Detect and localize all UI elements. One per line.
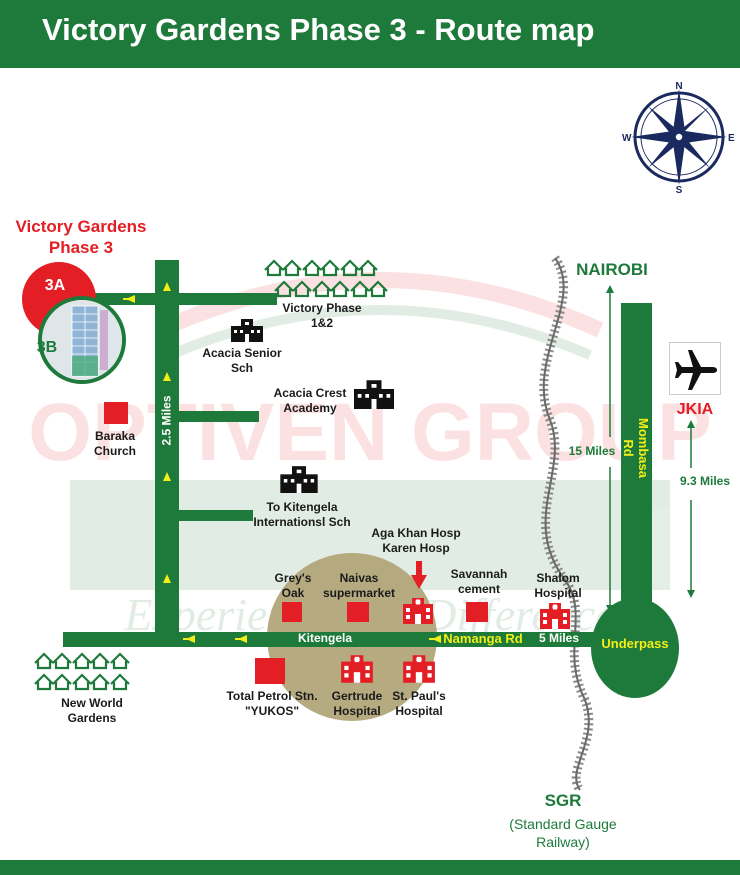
direction-arrow — [117, 295, 135, 303]
acacia-crest-label: Acacia Crest Academy — [273, 386, 347, 415]
naivas-marker — [347, 602, 369, 622]
plot-3a-label: 3A — [44, 277, 66, 294]
direction-arrow — [163, 472, 171, 481]
direction-arrow — [423, 635, 441, 643]
shalom-hospital-label: Shalom Hospital — [534, 571, 582, 600]
down-arrow-icon — [411, 561, 427, 589]
hospital-icon — [403, 598, 433, 624]
distance-9-3-miles: 9.3 Miles — [679, 474, 731, 488]
greys-oak-marker — [282, 602, 302, 622]
school-building-icon — [280, 466, 318, 493]
svg-text:S: S — [676, 185, 683, 196]
svg-text:E: E — [728, 133, 735, 144]
mombasa-road — [621, 303, 652, 613]
jkia-label: JKIA — [676, 401, 714, 418]
underpass-circle — [591, 598, 679, 698]
destination-title: Victory Gardens Phase 3 — [15, 217, 147, 257]
direction-arrow — [229, 635, 247, 643]
savannah-cement-label: Savannah cement — [450, 567, 508, 596]
compass-rose-icon: N S E W — [622, 81, 735, 196]
svg-text:W: W — [622, 133, 632, 144]
road-branch-kitengela-intl — [179, 510, 253, 521]
school-building-icon — [231, 319, 263, 342]
total-petrol-label: Total Petrol Stn. "YUKOS" — [226, 689, 318, 718]
road-branch-victory-phase — [179, 293, 277, 305]
distance-line-15-miles — [606, 285, 614, 613]
aga-khan-label: Aga Khan Hosp Karen Hosp — [371, 526, 461, 555]
road-distance-5-miles: 5 Miles — [538, 631, 580, 645]
airplane-icon — [669, 342, 721, 395]
plot-3b-label: 3B — [36, 339, 58, 356]
gertrude-hospital-label: Gertrude Hospital — [331, 689, 383, 718]
direction-arrow — [163, 372, 171, 381]
baraka-church-marker — [104, 402, 128, 424]
road-branch-acacia — [179, 411, 259, 422]
acacia-senior-label: Acacia Senior Sch — [202, 346, 282, 375]
greys-oak-label: Grey's Oak — [274, 571, 312, 600]
road-label-kitengela: Kitengela — [297, 631, 352, 645]
direction-arrow — [163, 574, 171, 583]
road-distance-2-5-miles: 2.5 Miles — [159, 395, 174, 446]
house-cluster-icon — [34, 652, 130, 691]
sgr-subtitle: (Standard Gauge Railway) — [509, 816, 617, 850]
st-pauls-hospital-label: St. Paul's Hospital — [392, 689, 446, 718]
kitengela-intl-label: To Kitengela Internationsl Sch — [253, 500, 351, 529]
distance-15-miles: 15 Miles — [568, 444, 616, 458]
hospital-icon — [403, 655, 435, 683]
mombasa-road-label: Mombasa Rd — [621, 418, 651, 478]
baraka-church-label: Baraka Church — [94, 429, 136, 458]
site-plan-image — [42, 300, 122, 380]
sgr-title: SGR — [544, 791, 582, 810]
victory-phase-12-label: Victory Phase 1&2 — [282, 301, 362, 330]
hospital-icon — [341, 655, 373, 683]
hospital-icon — [540, 603, 570, 629]
direction-arrow — [177, 635, 195, 643]
header-bar: Victory Gardens Phase 3 - Route map — [0, 0, 740, 68]
plot-3b-circle — [38, 296, 126, 384]
road-main-horizontal — [63, 632, 623, 647]
savannah-cement-marker — [466, 602, 488, 622]
page-title: Victory Gardens Phase 3 - Route map — [42, 12, 595, 47]
naivas-label: Naivas supermarket — [322, 571, 396, 600]
school-building-icon — [354, 380, 394, 409]
svg-text:N: N — [675, 81, 682, 92]
footer-bar — [0, 860, 740, 875]
total-petrol-marker — [255, 658, 285, 684]
new-world-gardens-label: New World Gardens — [61, 696, 123, 725]
direction-arrow — [163, 282, 171, 291]
underpass-label: Underpass — [601, 636, 669, 651]
distance-line-9-3-miles — [687, 420, 695, 598]
house-cluster-icon — [264, 259, 388, 298]
nairobi-label: NAIROBI — [576, 260, 648, 279]
road-label-namanga: Namanga Rd — [443, 631, 523, 646]
